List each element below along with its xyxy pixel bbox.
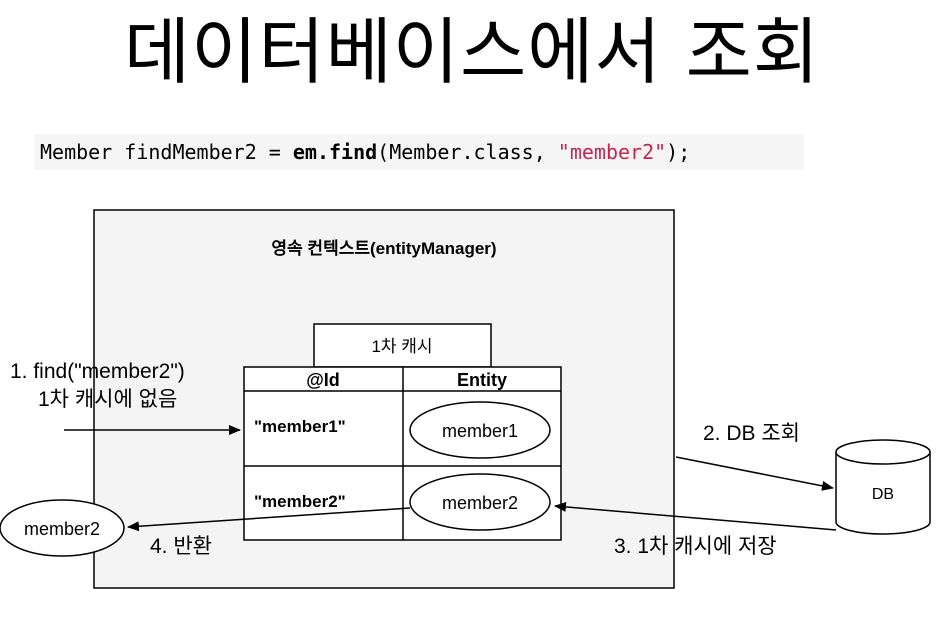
step2-label: 2. DB 조회	[703, 422, 800, 445]
database-cylinder-icon	[835, 439, 931, 535]
step1-label-line1: 1. find("member2")	[10, 360, 185, 383]
step3-arrow	[554, 501, 837, 531]
row1-id: "member1"	[254, 417, 346, 436]
step4-label: 4. 반환	[150, 535, 212, 558]
returned-member2-label: member2	[24, 519, 100, 539]
row2-id: "member2"	[254, 492, 346, 511]
step4-arrow	[127, 507, 411, 532]
code-part1: Member findMember2 =	[40, 140, 293, 164]
entity-member2-ellipse	[409, 473, 551, 531]
code-part2: (Member.class,	[377, 140, 558, 164]
code-part3: );	[666, 140, 691, 164]
db-label: DB	[872, 486, 894, 503]
row2-entity: member2	[442, 493, 518, 513]
code-arg: "member2"	[557, 140, 667, 164]
code-call: em.find	[292, 140, 378, 164]
page-title: 데이터베이스에서 조회	[123, 10, 821, 94]
step2-arrow	[675, 456, 834, 491]
column-header-entity: Entity	[457, 370, 507, 390]
row1-entity: member1	[442, 421, 518, 441]
column-header-id: @Id	[306, 370, 340, 390]
cache-tab	[313, 323, 492, 368]
context-title: 영속 컨텍스트(entityManager)	[271, 239, 496, 258]
code-snippet: Member findMember2 = em.find(Member.clas…	[34, 134, 804, 170]
step3-label: 3. 1차 캐시에 저장	[614, 535, 777, 558]
step1-label-line2: 1차 캐시에 없음	[38, 388, 177, 411]
returned-member2-ellipse	[0, 499, 125, 557]
cache-label: 1차 캐시	[371, 337, 432, 356]
entity-member1-ellipse	[409, 401, 551, 459]
